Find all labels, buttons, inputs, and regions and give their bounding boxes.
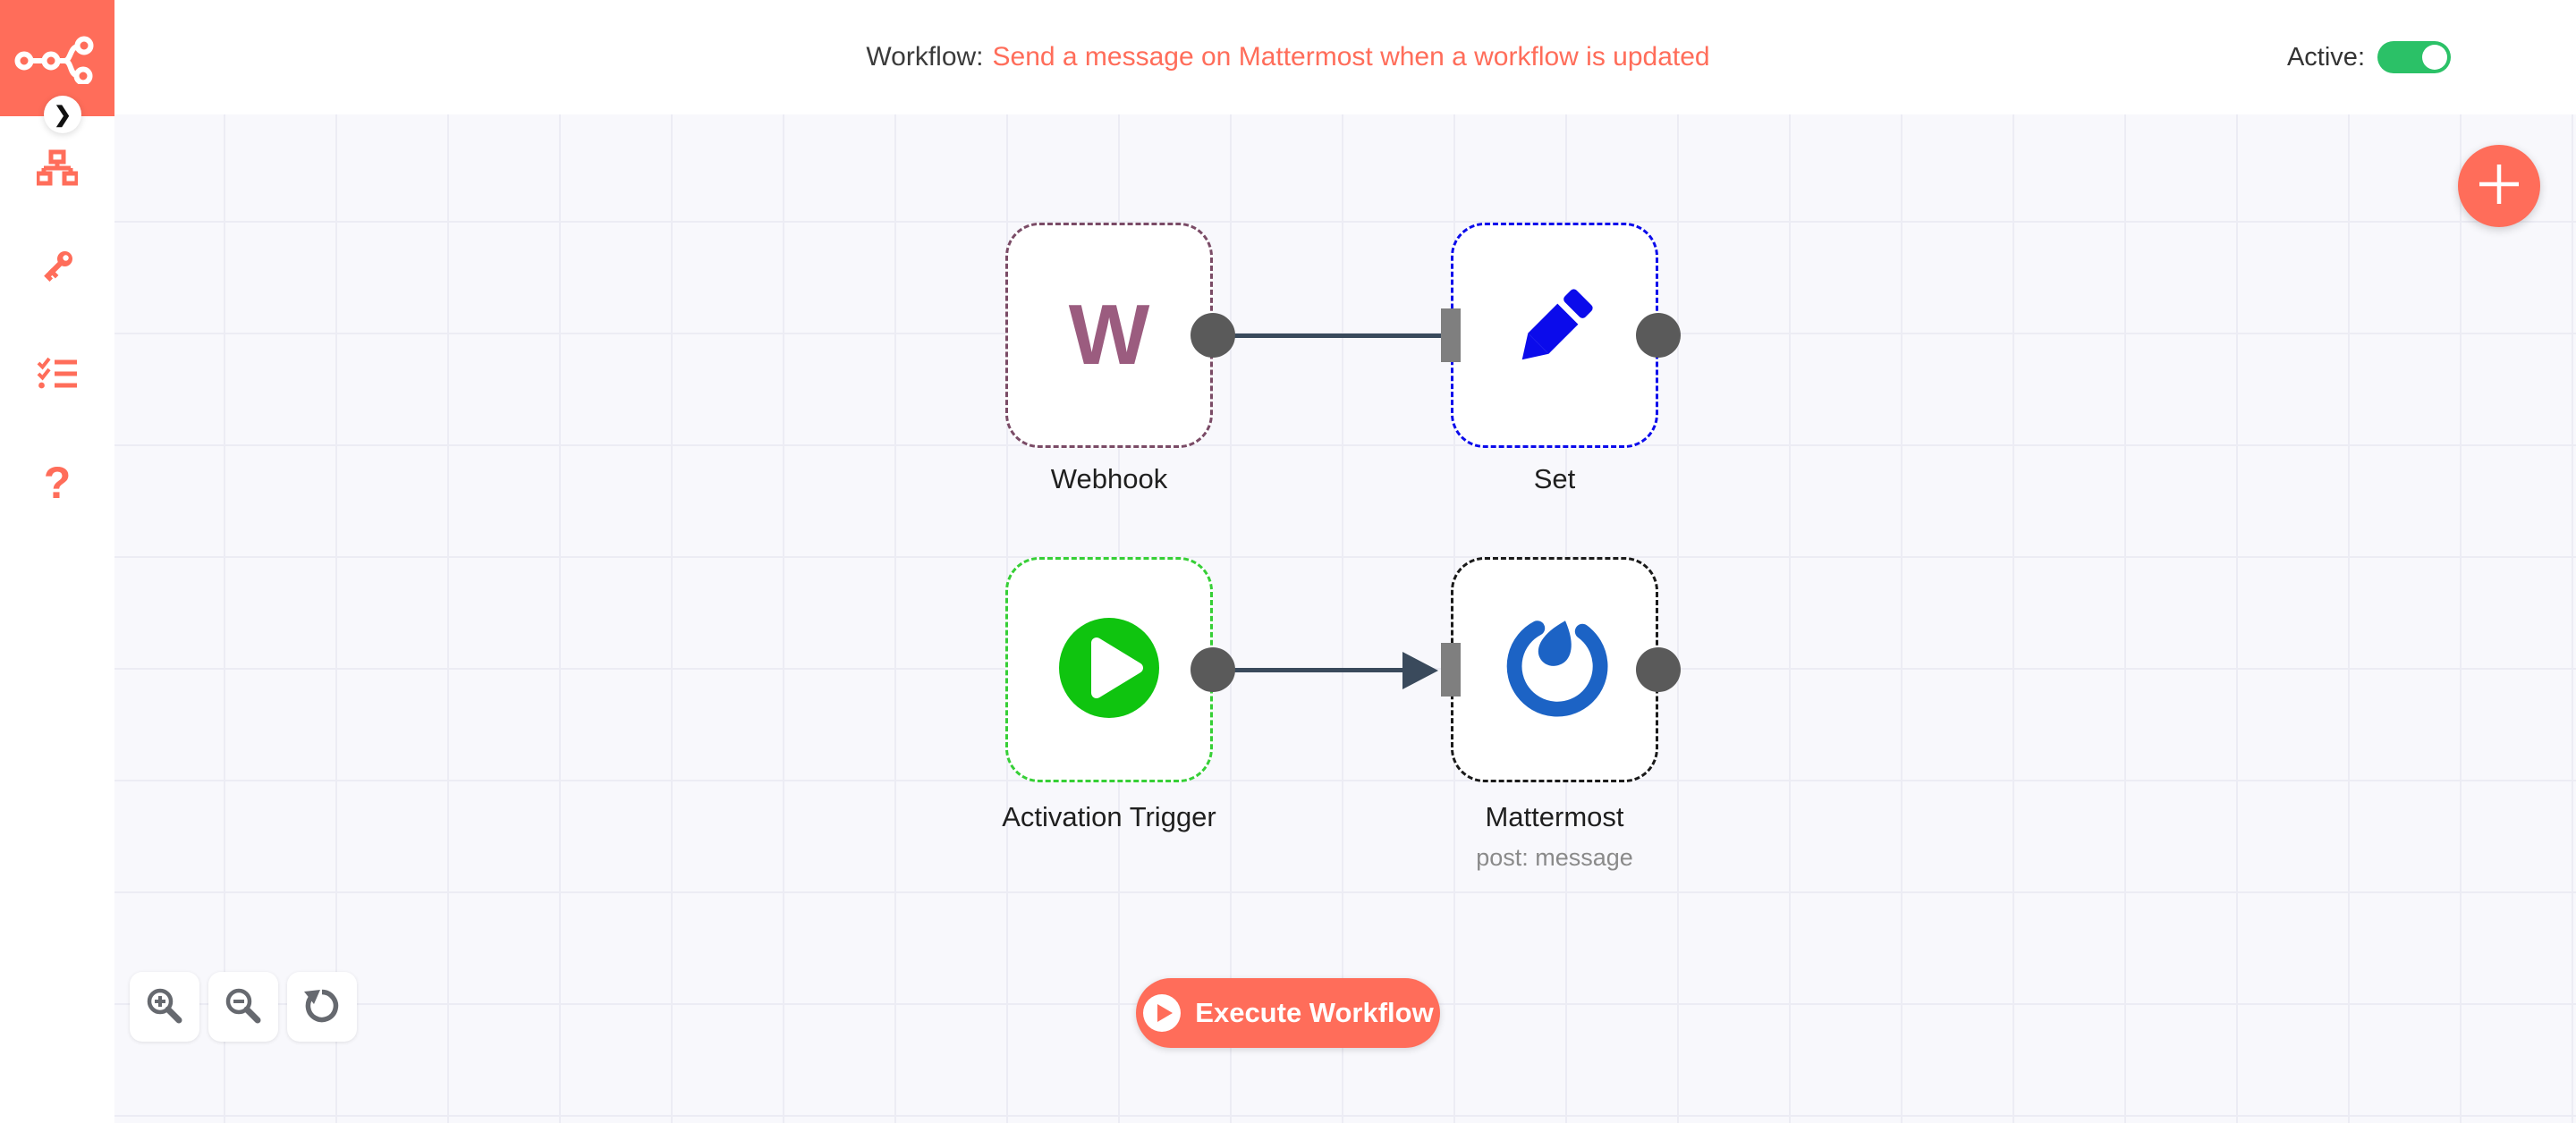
active-control: Active: <box>2287 0 2451 114</box>
pencil-icon <box>1504 283 1605 388</box>
sidebar: ❯ <box>0 0 114 1123</box>
executions-icon <box>37 357 78 395</box>
execute-workflow-button[interactable]: Execute Workflow <box>1136 978 1440 1048</box>
set-output-endpoint[interactable] <box>1636 313 1681 358</box>
plus-icon <box>2476 161 2522 212</box>
node-label-webhook: Webhook <box>1050 463 1168 494</box>
play-circle-icon <box>1142 993 1182 1033</box>
workflows-icon <box>35 149 80 191</box>
node-label-mattermost: Mattermost <box>1485 801 1624 832</box>
workflow-name[interactable]: Send a message on Mattermost when a work… <box>992 42 1710 72</box>
sidebar-collapse-button[interactable]: ❯ <box>44 96 81 133</box>
sidebar-item-workflows[interactable] <box>0 143 114 197</box>
reset-zoom-button[interactable] <box>287 972 357 1042</box>
node-webhook[interactable]: W <box>1005 223 1213 448</box>
connection-trigger-to-mattermost[interactable] <box>1213 668 1409 672</box>
workflow-title-prefix: Workflow: <box>866 42 984 72</box>
sidebar-item-help[interactable]: ? <box>0 456 114 510</box>
mattermost-input-endpoint[interactable] <box>1441 643 1461 697</box>
connection-arrow-icon <box>1402 652 1438 689</box>
zoom-out-button[interactable] <box>208 972 278 1042</box>
node-mattermost[interactable] <box>1451 557 1658 782</box>
set-input-endpoint[interactable] <box>1441 308 1461 362</box>
toggle-knob <box>2422 45 2447 70</box>
node-activation-trigger[interactable] <box>1005 557 1213 782</box>
zoom-controls <box>130 972 357 1042</box>
node-label-activation-trigger: Activation Trigger <box>1002 801 1216 832</box>
workflow-title: Workflow: Send a message on Mattermost w… <box>0 0 2576 114</box>
help-icon: ? <box>43 458 72 508</box>
zoom-in-icon <box>145 986 184 1028</box>
zoom-out-icon <box>224 986 263 1028</box>
chevron-right-icon: ❯ <box>53 102 72 127</box>
node-set[interactable] <box>1451 223 1658 448</box>
node-label-set: Set <box>1533 463 1576 494</box>
add-node-button[interactable] <box>2458 145 2540 227</box>
reset-zoom-icon <box>301 985 343 1029</box>
mattermost-output-endpoint[interactable] <box>1636 647 1681 692</box>
trigger-output-endpoint[interactable] <box>1191 647 1235 692</box>
execute-workflow-label: Execute Workflow <box>1195 997 1434 1028</box>
node-subtitle-mattermost: post: message <box>1476 844 1633 871</box>
top-bar <box>114 0 2576 114</box>
webhook-output-endpoint[interactable] <box>1191 313 1235 358</box>
active-label: Active: <box>2286 42 2365 72</box>
webhook-icon: W <box>1068 287 1150 383</box>
sidebar-item-executions[interactable] <box>0 349 114 402</box>
sidebar-item-credentials[interactable] <box>0 241 114 295</box>
workflow-canvas[interactable]: W Webhook Set <box>114 114 2576 1123</box>
credentials-icon <box>38 247 77 291</box>
connection-webhook-to-set[interactable] <box>1213 334 1441 338</box>
active-toggle[interactable] <box>2377 41 2451 73</box>
play-icon <box>1057 616 1161 724</box>
mattermost-icon <box>1501 614 1608 726</box>
zoom-in-button[interactable] <box>130 972 199 1042</box>
